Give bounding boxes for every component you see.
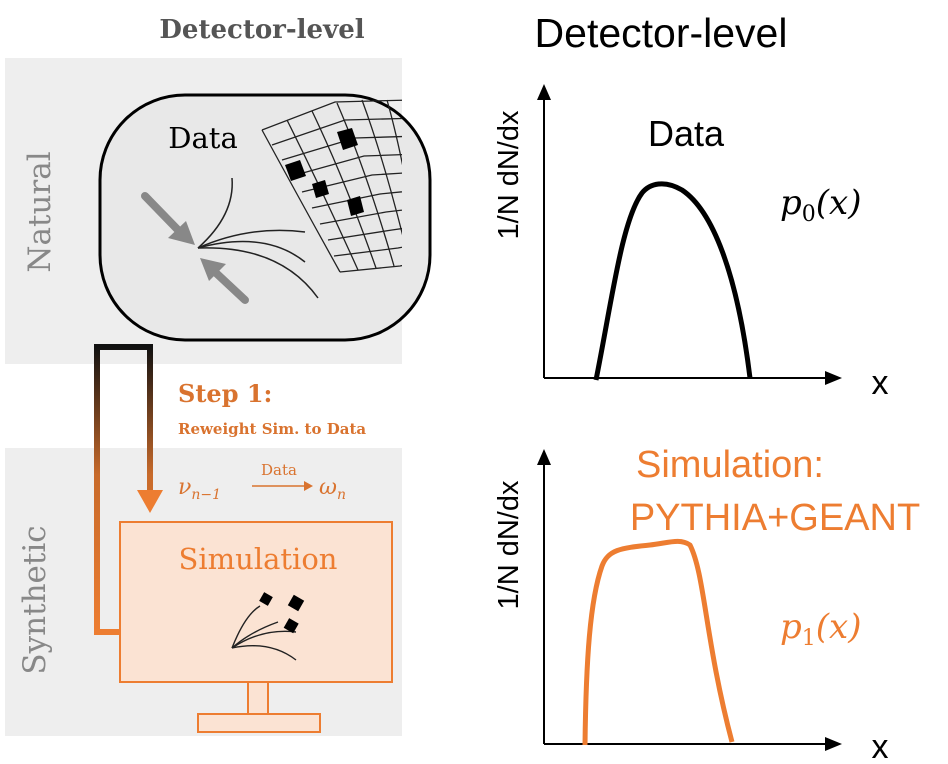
bottom-simulation-curve	[582, 538, 735, 746]
top-plot: 1/N dN/dx x Data p0(x)	[493, 84, 889, 402]
formula-omega-symbol: ω	[319, 475, 337, 500]
detector-hit-cell	[285, 160, 306, 181]
synthetic-label: Synthetic	[17, 525, 53, 674]
top-y-arrowhead	[537, 84, 551, 100]
bottom-x-label: x	[872, 728, 889, 764]
detector-hit-cell	[337, 128, 358, 150]
top-y-label: 1/N dN/dx	[493, 110, 525, 239]
detector-hit-cell	[347, 196, 364, 216]
monitor-base	[197, 713, 321, 733]
data-bubble-label: Data	[168, 121, 237, 155]
top-x-label: x	[872, 364, 889, 402]
bottom-series-label-line1: Simulation:	[636, 444, 824, 486]
top-density-subscript: 0	[802, 202, 816, 227]
simulation-hit	[283, 618, 299, 634]
simulation-hit	[259, 592, 273, 606]
top-series-label: Data	[648, 113, 725, 154]
beam-arrow-icon	[141, 192, 249, 304]
bottom-y-arrowhead	[537, 449, 551, 465]
bottom-density-subscript: 1	[802, 626, 816, 651]
left-panel-title: Detector-level	[159, 15, 364, 45]
formula-arrowhead	[304, 481, 313, 491]
step1-path-arrow	[94, 344, 153, 632]
bottom-plot: 1/N dN/dx x Simulation: PYTHIA+GEANT p1(…	[493, 444, 920, 764]
simulation-monitor	[119, 521, 393, 683]
bottom-density-symbol: p	[780, 607, 802, 647]
formula-omega: ωn	[319, 475, 346, 503]
monitor-neck	[247, 681, 269, 715]
top-x-arrowhead	[825, 371, 842, 385]
formula-nu-symbol: ν	[178, 475, 191, 500]
collision-tracks	[197, 177, 319, 299]
bottom-density-argument: (x)	[816, 607, 862, 647]
bottom-series-label-line2: PYTHIA+GEANT	[630, 497, 920, 539]
bottom-y-label: 1/N dN/dx	[493, 480, 525, 609]
formula-nu-subscript: n−1	[191, 487, 221, 503]
step1-arrowhead	[137, 490, 163, 513]
top-density-argument: (x)	[816, 183, 862, 223]
top-density-symbol: p	[780, 183, 802, 223]
data-bubble	[98, 93, 432, 342]
simulation-hit	[287, 594, 305, 612]
simulation-tracks	[231, 605, 297, 661]
bottom-x-arrowhead	[825, 737, 842, 751]
step1-title: Step 1:	[178, 379, 272, 408]
bottom-density-label: p1(x)	[780, 607, 861, 651]
natural-label: Natural	[22, 151, 58, 272]
top-data-curve	[593, 181, 753, 381]
formula-nu: νn−1	[178, 475, 221, 503]
step1-subtitle: Reweight Sim. to Data	[178, 420, 366, 438]
right-panel-title: Detector-level	[535, 10, 788, 56]
formula-arrow-label: Data	[261, 461, 297, 479]
formula-omega-subscript: n	[337, 487, 346, 503]
simulation-label: Simulation	[179, 542, 338, 576]
top-density-label: p0(x)	[780, 183, 861, 227]
detector-hit-cell	[312, 180, 329, 198]
